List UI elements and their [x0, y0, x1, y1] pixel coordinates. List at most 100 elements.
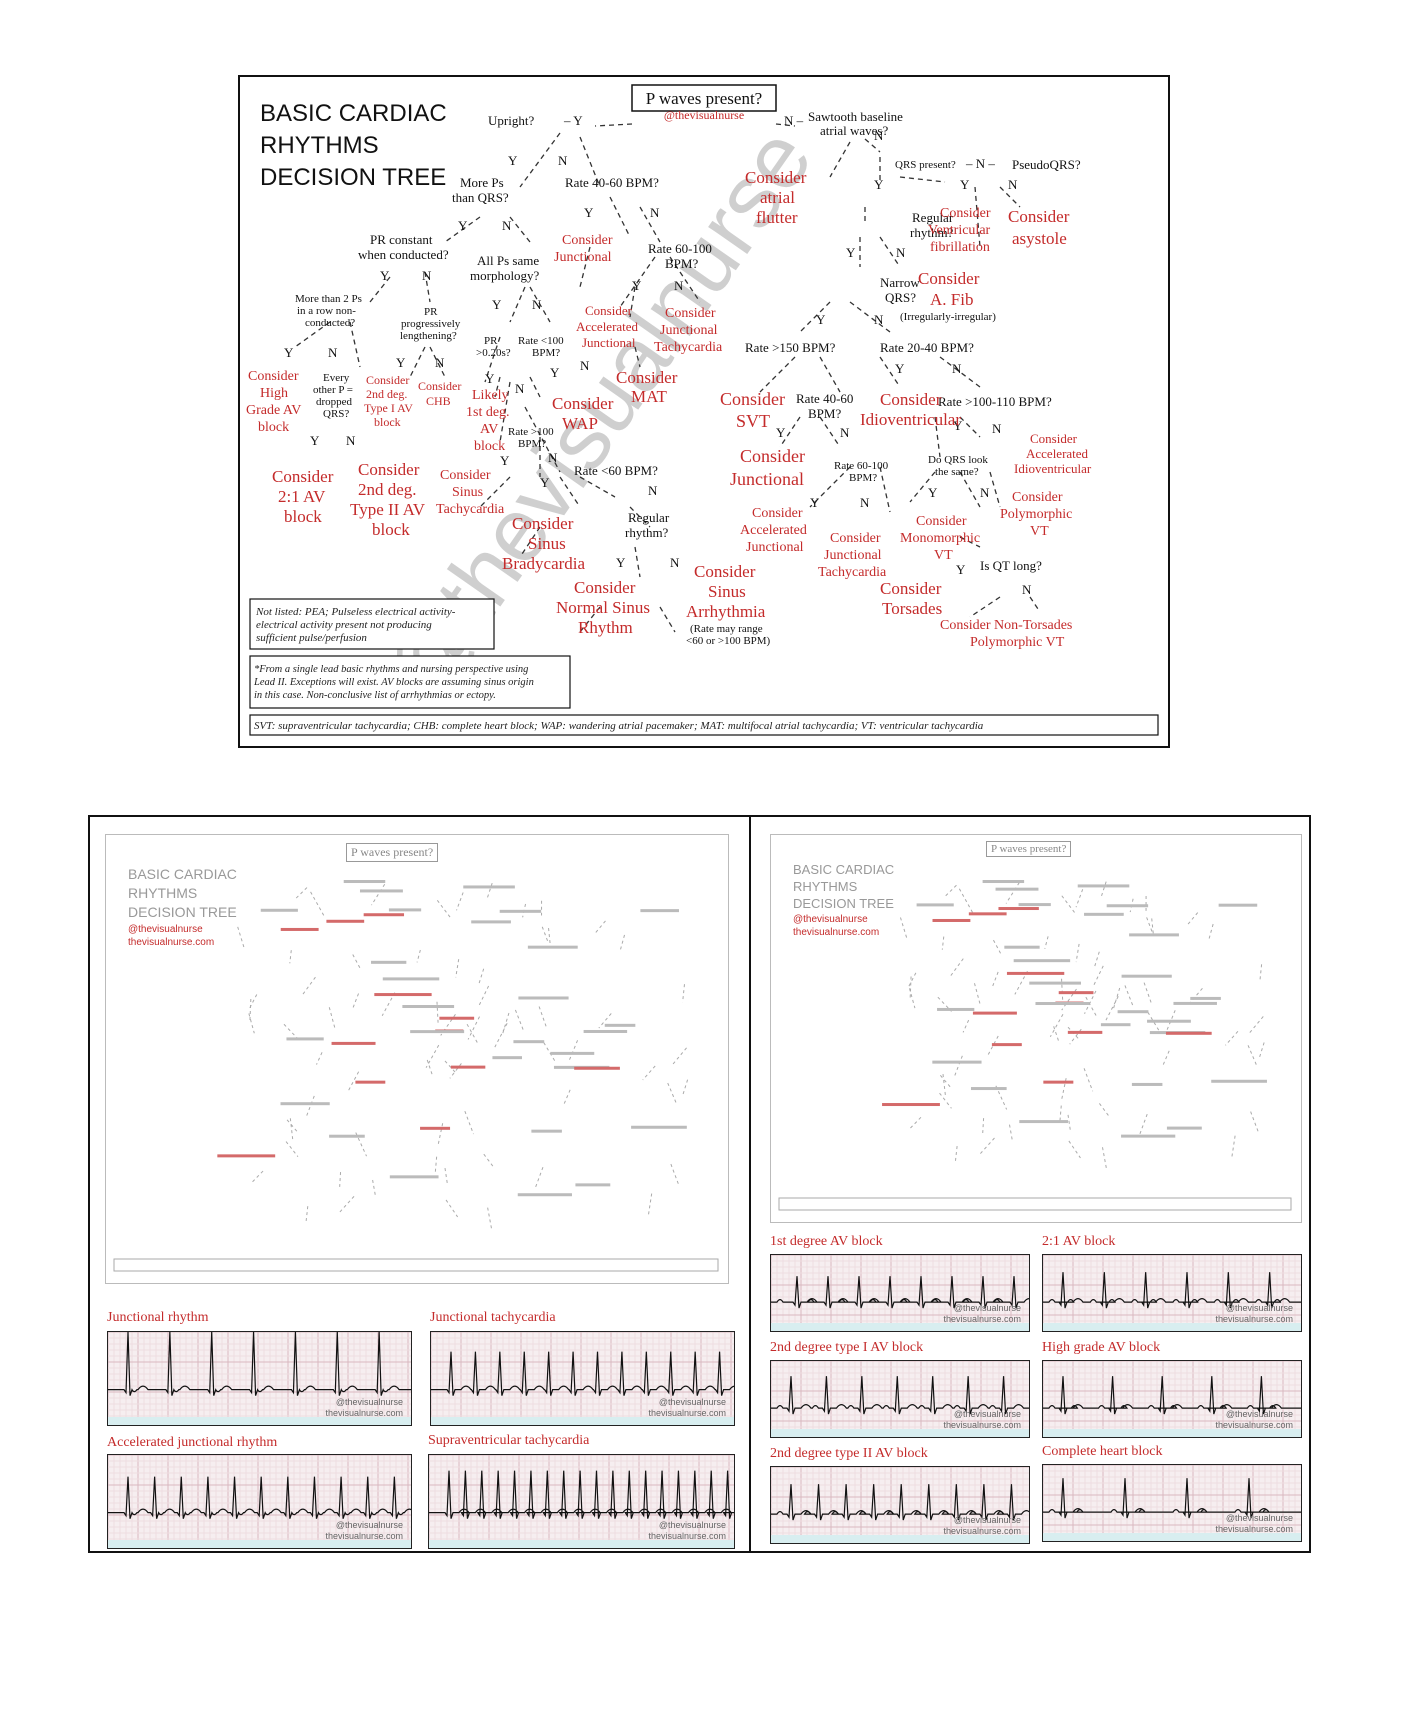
svg-text:CHB: CHB	[426, 394, 451, 408]
sheet-divider	[749, 817, 751, 1551]
strip-watermark-url: thevisualnurse.com	[648, 1531, 726, 1541]
svg-text:Consider: Consider	[248, 369, 299, 384]
strip-watermark: @thevisualnurse	[953, 1303, 1021, 1313]
strip-baseline-band	[108, 1417, 411, 1425]
strip-watermark: @thevisualnurse	[658, 1397, 726, 1407]
root-question-box	[631, 84, 777, 112]
strip-baseline-band	[1043, 1533, 1301, 1541]
svg-text:Consider: Consider	[745, 168, 807, 187]
svg-text:N: N	[422, 268, 432, 283]
svg-text:(Irregularly-irregular): (Irregularly-irregular)	[900, 311, 996, 323]
svg-text:Is QT long?: Is QT long?	[980, 558, 1042, 573]
svg-text:other P =: other P =	[313, 384, 353, 396]
svg-text:BPM?: BPM?	[665, 256, 698, 271]
svg-text:Consider: Consider	[585, 303, 633, 318]
svg-text:PR constant: PR constant	[370, 232, 433, 247]
svg-text:Y: Y	[810, 495, 820, 510]
svg-text:High: High	[260, 386, 288, 401]
svg-text:BPM?: BPM?	[849, 472, 877, 484]
svg-text:PseudoQRS?: PseudoQRS?	[1012, 157, 1081, 172]
svg-text:1st deg.: 1st deg.	[466, 405, 510, 420]
strip-watermark-url: thevisualnurse.com	[943, 1420, 1021, 1430]
svg-text:QRS present?: QRS present?	[895, 159, 956, 171]
svg-text:block: block	[474, 439, 505, 454]
svg-text:Y: Y	[485, 371, 495, 386]
svg-text:Y: Y	[284, 345, 294, 360]
decision-tree-diagram: @thevisualnurse BASIC CARDIAC RHYTHMS DE…	[246, 84, 1159, 736]
strip-watermark-url: thevisualnurse.com	[943, 1314, 1021, 1324]
svg-text:Consider: Consider	[574, 578, 636, 597]
svg-text:progressively: progressively	[401, 318, 461, 330]
svg-text:Accelerated: Accelerated	[576, 319, 639, 334]
svg-text:Grade AV: Grade AV	[246, 403, 301, 418]
svg-text:electrical activity present no: electrical activity present not producin…	[256, 619, 432, 631]
strip-label: Complete heart block	[1042, 1444, 1163, 1459]
svg-text:Consider: Consider	[694, 562, 756, 581]
svg-text:block: block	[258, 420, 289, 435]
svg-text:Y: Y	[776, 425, 786, 440]
svg-text:N: N	[992, 421, 1002, 436]
svg-text:morphology?: morphology?	[470, 268, 540, 283]
svg-text:Y: Y	[846, 245, 856, 260]
svg-text:Not listed: PEA; Pulseless ele: Not listed: PEA; Pulseless electrical ac…	[255, 606, 456, 618]
svg-text:AV: AV	[480, 422, 498, 437]
svg-text:N: N	[980, 485, 990, 500]
svg-text:Rate 40-60 BPM?: Rate 40-60 BPM?	[565, 175, 659, 190]
svg-text:N: N	[532, 297, 542, 312]
svg-text:Monomorphic: Monomorphic	[900, 531, 980, 546]
strip-label: Junctional tachycardia	[430, 1310, 556, 1325]
strip-watermark-url: thevisualnurse.com	[1215, 1314, 1293, 1324]
left-tree-thumbnail: BASIC CARDIAC RHYTHMS DECISION TREE @the…	[105, 834, 729, 1284]
svg-text:BPM?: BPM?	[518, 438, 546, 450]
svg-text:Consider: Consider	[880, 579, 942, 598]
svg-text:N: N	[860, 495, 870, 510]
svg-text:N: N	[502, 218, 512, 233]
thumb-title: BASIC CARDIAC RHYTHMS DECISION TREE	[793, 862, 895, 911]
strip-watermark: @thevisualnurse	[953, 1409, 1021, 1419]
svg-text:N: N	[896, 245, 906, 260]
svg-text:N: N	[674, 278, 684, 293]
svg-text:Consider: Consider	[880, 390, 942, 409]
svg-text:N: N	[670, 555, 680, 570]
svg-text:Y: Y	[874, 177, 884, 192]
svg-text:N: N	[1022, 582, 1032, 597]
question-nodes: Upright? – Y N – Sawtooth baseline atria…	[295, 109, 1081, 573]
svg-text:Y: Y	[540, 475, 550, 490]
svg-text:VT: VT	[1030, 524, 1049, 539]
strip-watermark: @thevisualnurse	[1225, 1513, 1293, 1523]
svg-text:Accelerated: Accelerated	[740, 523, 807, 538]
svg-text:than QRS?: than QRS?	[452, 190, 509, 205]
strip-baseline-band	[771, 1323, 1029, 1331]
svg-text:Junctional: Junctional	[746, 540, 804, 555]
svg-text:Rate >100-110 BPM?: Rate >100-110 BPM?	[938, 394, 1052, 409]
strip-label: 2nd degree type I AV block	[770, 1340, 924, 1355]
svg-text:block: block	[284, 507, 322, 526]
svg-text:Torsades: Torsades	[882, 599, 942, 618]
svg-text:VT: VT	[934, 548, 953, 563]
thumb-title: BASIC CARDIAC RHYTHMS DECISION TREE	[128, 866, 237, 920]
thumb-handle: @thevisualnurse thevisualnurse.com	[793, 914, 880, 938]
svg-text:block: block	[374, 415, 401, 429]
strip-baseline-band	[108, 1540, 411, 1548]
svg-text:Consider: Consider	[552, 394, 614, 413]
svg-text:Rate 40-60: Rate 40-60	[796, 391, 853, 406]
svg-text:DECISION TREE: DECISION TREE	[260, 164, 446, 191]
strip-label: 1st degree AV block	[770, 1234, 883, 1249]
svg-text:Consider: Consider	[272, 467, 334, 486]
poster-title: BASIC CARDIAC RHYTHMS DECISION TREE	[260, 100, 447, 191]
svg-text:<60 or >100 BPM): <60 or >100 BPM)	[686, 635, 771, 647]
svg-text:N: N	[874, 128, 884, 143]
svg-text:QRS?: QRS?	[323, 408, 349, 420]
tree-connectors	[294, 123, 1041, 633]
strip-watermark-url: thevisualnurse.com	[1215, 1420, 1293, 1430]
svg-text:asystole: asystole	[1012, 229, 1067, 248]
svg-text:Consider: Consider	[1008, 207, 1070, 226]
svg-text:2nd deg.: 2nd deg.	[358, 480, 417, 499]
svg-text:Junctional: Junctional	[582, 335, 636, 350]
